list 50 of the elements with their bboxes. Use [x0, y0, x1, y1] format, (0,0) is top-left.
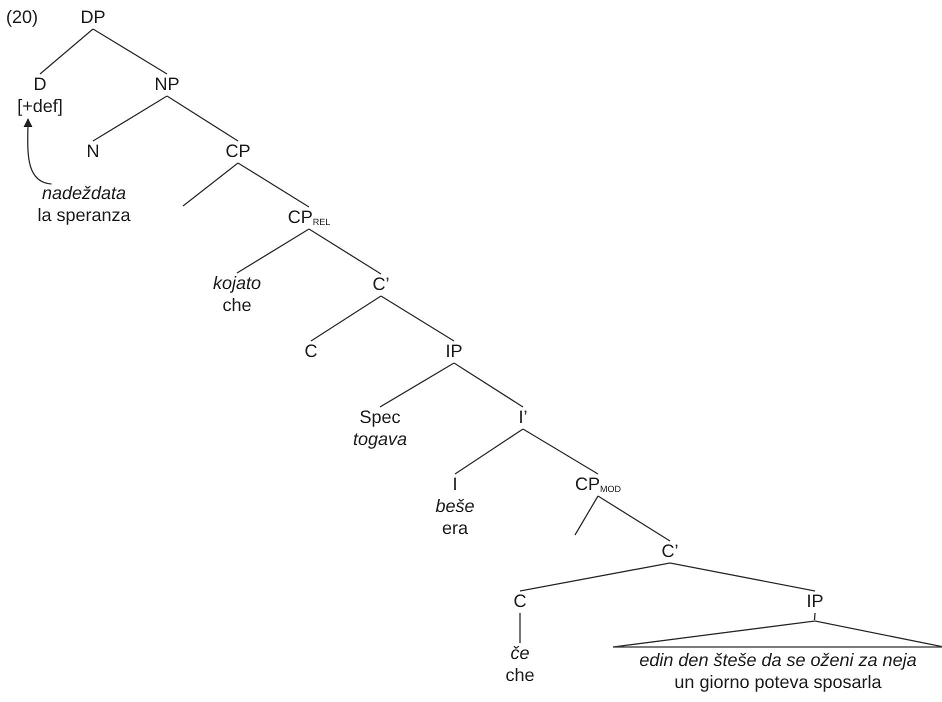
gloss-text: un giorno poteva sposarla — [674, 671, 882, 693]
tree-branch — [238, 162, 310, 208]
tree-branch — [520, 562, 670, 592]
node-label: C — [514, 590, 526, 612]
tree-branch — [92, 28, 168, 75]
node-label: N — [86, 140, 100, 162]
node-label: C’ — [372, 273, 390, 295]
tree-branch — [380, 295, 454, 342]
node-label: C’ — [662, 540, 678, 562]
node-label: DP — [80, 6, 106, 28]
gloss-text: togava — [352, 428, 408, 450]
node-label: CP$_{REL}$ — [288, 206, 330, 228]
node-label: IP — [806, 590, 824, 612]
tree-branch — [92, 95, 168, 142]
tree-branch — [166, 95, 238, 142]
tree-branch — [814, 612, 816, 620]
tree-branch — [236, 228, 310, 274]
gloss-text: beše — [435, 495, 475, 517]
tree-branch — [40, 28, 94, 74]
node-label: I’ — [518, 406, 528, 428]
tree-branch — [182, 162, 238, 207]
node-label: Spec — [359, 406, 400, 428]
tree-branch — [454, 428, 524, 475]
node-label: kojato — [212, 272, 262, 294]
node-label: CP$_{MOD}$ — [575, 473, 621, 495]
tree-branch — [574, 496, 599, 536]
gloss-text: la speranza — [37, 204, 131, 226]
gloss-text: [+def] — [17, 95, 63, 117]
node-label: I — [452, 473, 458, 495]
tree-branch — [598, 495, 670, 542]
gloss-text: era — [442, 517, 468, 539]
node-label: C — [304, 340, 318, 362]
node-label: če — [510, 642, 530, 664]
tree-branch — [310, 295, 382, 342]
example-number: (20) — [6, 6, 38, 28]
tree-branch — [522, 428, 598, 475]
tree-branch — [519, 613, 521, 643]
node-label: IP — [446, 340, 462, 362]
node-label: NP — [154, 73, 180, 95]
node-label: edin den šteše da se oženi za neja — [639, 649, 917, 671]
arrow — [23, 118, 52, 185]
node-label: CP — [226, 140, 250, 162]
tree-branch — [670, 562, 816, 592]
node-label: D — [34, 73, 46, 95]
tree-branch — [454, 362, 524, 408]
tree-branch — [308, 228, 382, 275]
gloss-text: che — [505, 664, 535, 686]
node-label: nadeždata — [42, 182, 126, 204]
tree-branch — [380, 362, 454, 408]
gloss-text: che — [222, 294, 252, 316]
